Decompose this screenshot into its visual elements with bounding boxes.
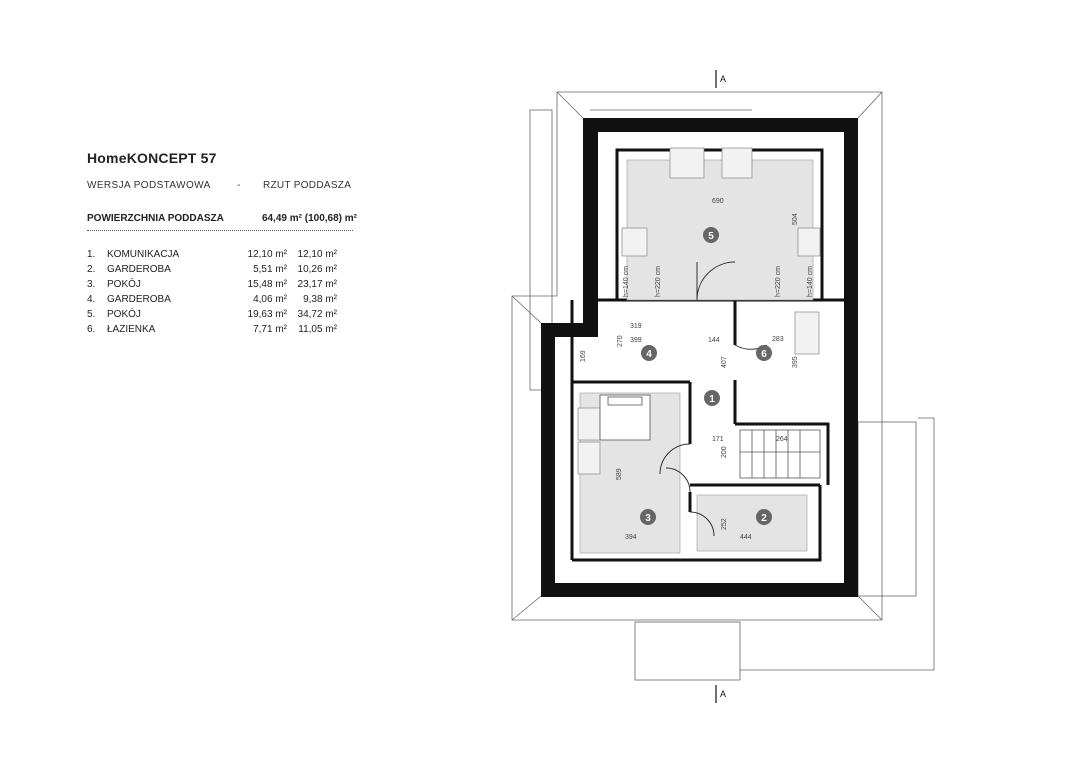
dim-label: 283: [772, 336, 784, 343]
room-area-total: 34,72 m²: [297, 309, 337, 320]
room-name: ŁAZIENKA: [107, 324, 156, 335]
room-row: 3. POKÓJ 15,48 m² 23,17 m²: [87, 277, 357, 292]
dim-label: 171: [712, 436, 724, 443]
height-labels: h=140 cm h=220 cm h=220 cm h=140 cm: [623, 266, 814, 297]
total-area-value: 64,49 m² (100,68) m²: [261, 213, 357, 224]
room-number: 3.: [87, 279, 96, 290]
dim-label: 264: [776, 436, 788, 443]
dim-label: 407: [721, 356, 728, 368]
roof-outline: [511, 91, 935, 681]
room-name: POKÓJ: [107, 279, 141, 290]
room-row: 4. GARDEROBA 4,06 m² 9,38 m²: [87, 292, 357, 307]
height-label: h=140 cm: [807, 266, 814, 297]
room-name: KOMUNIKACJA: [107, 249, 180, 260]
room-number: 2.: [87, 264, 96, 275]
dim-label: 319: [630, 323, 642, 330]
dim-label: 444: [740, 534, 752, 541]
dim-label: 589: [616, 468, 623, 480]
dim-label: 395: [792, 356, 799, 368]
room-badge: 4: [646, 349, 652, 360]
dimension-labels: 690 504 319 399 144 270 169 407 283 395 …: [580, 198, 799, 541]
room-area-total: 9,38 m²: [303, 294, 337, 305]
height-label: h=140 cm: [623, 266, 630, 297]
bed-furniture: [599, 394, 651, 441]
dim-label: 169: [580, 350, 587, 362]
room-area-total: 11,05 m²: [298, 324, 337, 335]
staircase: [739, 429, 821, 479]
version-label: WERSJA PODSTAWOWA: [87, 180, 211, 191]
room-name: POKÓJ: [107, 309, 141, 320]
total-area-label: POWIERZCHNIA PODDASZA: [87, 213, 224, 224]
dotted-divider: [87, 230, 353, 231]
height-label: h=220 cm: [655, 266, 662, 297]
room-number: 6.: [87, 324, 96, 335]
dim-label: 399: [630, 337, 642, 344]
room-row: 2. GARDEROBA 5,51 m² 10,26 m²: [87, 262, 357, 277]
room-list: 1. KOMUNIKACJA 12,10 m² 12,10 m² 2. GARDEROB…: [87, 247, 357, 337]
roof-windows: [577, 147, 821, 475]
room-area: 5,51 m²: [253, 264, 287, 275]
dim-label: 394: [625, 534, 637, 541]
room-badge: 6: [761, 349, 767, 360]
room-row: 1. KOMUNIKACJA 12,10 m² 12,10 m²: [87, 247, 357, 262]
room-number: 5.: [87, 309, 96, 320]
separator: -: [237, 180, 241, 191]
room-row: 6. ŁAZIENKA 7,71 m² 11,05 m²: [87, 322, 357, 337]
door-swings: [659, 261, 768, 537]
project-title: HomeKONCEPT 57: [87, 150, 217, 166]
room-area-total: 12,10 m²: [297, 249, 337, 260]
room-row: 5. POKÓJ 19,63 m² 34,72 m²: [87, 307, 357, 322]
dim-label: 690: [712, 198, 724, 205]
room-number: 4.: [87, 294, 96, 305]
legend-panel: HomeKONCEPT 57 WERSJA PODSTAWOWA - RZUT …: [87, 150, 357, 337]
room-badge: 2: [761, 513, 767, 524]
room-badge: 3: [645, 513, 651, 524]
subtitle: WERSJA PODSTAWOWA - RZUT PODDASZA: [87, 180, 357, 191]
section-mark-bottom: A: [720, 689, 726, 699]
view-label: RZUT PODDASZA: [263, 180, 352, 191]
room-name: GARDEROBA: [107, 264, 171, 275]
room-area-total: 23,17 m²: [297, 279, 337, 290]
room-badge: 5: [708, 231, 714, 242]
room-area: 7,71 m²: [253, 324, 287, 335]
room-area-total: 10,26 m²: [297, 264, 337, 275]
room-area: 12,10 m²: [247, 249, 287, 260]
dim-label: 270: [617, 335, 624, 347]
room-badges: 1 2 3 4 5 6: [640, 227, 772, 525]
room-area: 4,06 m²: [253, 294, 287, 305]
height-label: h=220 cm: [775, 266, 782, 297]
dim-label: 144: [708, 337, 720, 344]
section-mark-top: A: [720, 74, 726, 84]
dim-label: 200: [721, 446, 728, 458]
room-fills: [579, 159, 814, 554]
room-number: 1.: [87, 249, 96, 260]
dim-label: 252: [721, 518, 728, 530]
dim-label: 504: [792, 213, 799, 225]
room-badge: 1: [709, 394, 715, 405]
room-area: 15,48 m²: [247, 279, 287, 290]
total-area-row: POWIERZCHNIA PODDASZA 64,49 m² (100,68) …: [87, 213, 357, 224]
room-name: GARDEROBA: [107, 294, 171, 305]
room-area: 19,63 m²: [247, 309, 287, 320]
